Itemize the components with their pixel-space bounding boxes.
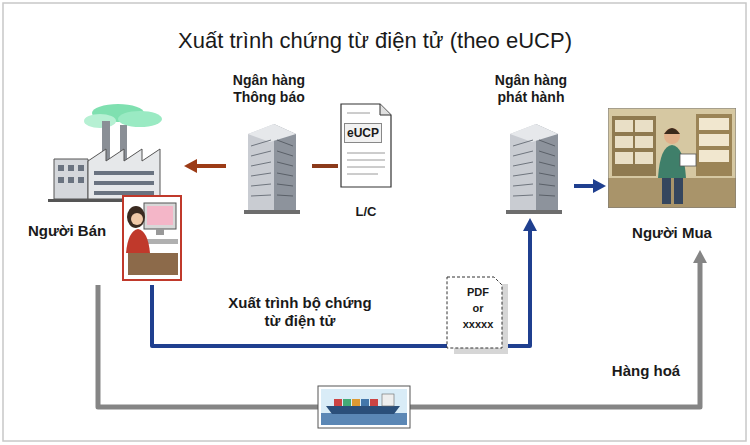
frame-border <box>3 3 746 441</box>
advising-bank-node: Ngân hàng Thông báo <box>226 72 312 218</box>
node-label: Người Mua <box>606 224 738 241</box>
connector-line <box>574 184 596 188</box>
node-label: L/C <box>338 203 394 220</box>
arrow-head <box>693 250 707 263</box>
buyer-picture <box>608 108 736 208</box>
lc-document-node: eUCP L/C <box>338 103 394 228</box>
node-label: PDF or xxxxx <box>463 284 494 332</box>
node-label: Người Bán <box>28 222 106 239</box>
bank-building-icon <box>502 120 564 216</box>
computer-user-icon <box>122 195 182 281</box>
electronic-document-node: PDF or xxxxx <box>446 276 510 356</box>
seller-node: Người Bán <box>28 95 184 285</box>
connector-line <box>152 228 530 346</box>
node-label: eUCP <box>344 123 382 143</box>
connector-line <box>194 164 226 168</box>
connector <box>312 166 338 167</box>
edge-label: Xuất trình bộ chứng từ điện tử <box>222 294 378 330</box>
diagram-title: Xuất trình chứng từ điện tử (theo eUCP) <box>0 28 750 54</box>
arrow-head <box>593 179 606 193</box>
node-label: Ngân hàng Thông báo <box>226 72 312 106</box>
issuing-bank-node: Ngân hàng phát hành <box>488 72 574 218</box>
edge-label: Hàng hoá <box>600 362 692 380</box>
bank-building-icon <box>240 120 302 216</box>
node-label: Ngân hàng phát hành <box>488 72 574 106</box>
connector <box>98 250 707 407</box>
factory-icon <box>48 99 170 203</box>
connector <box>184 159 226 173</box>
ship-picture <box>318 386 410 428</box>
connector-line <box>98 260 700 407</box>
arrow-head <box>523 218 537 231</box>
connector-line <box>312 164 338 168</box>
buyer-node: Người Mua <box>606 108 738 250</box>
connector <box>574 179 606 193</box>
arrow-head <box>184 159 197 173</box>
document-icon <box>340 103 392 189</box>
